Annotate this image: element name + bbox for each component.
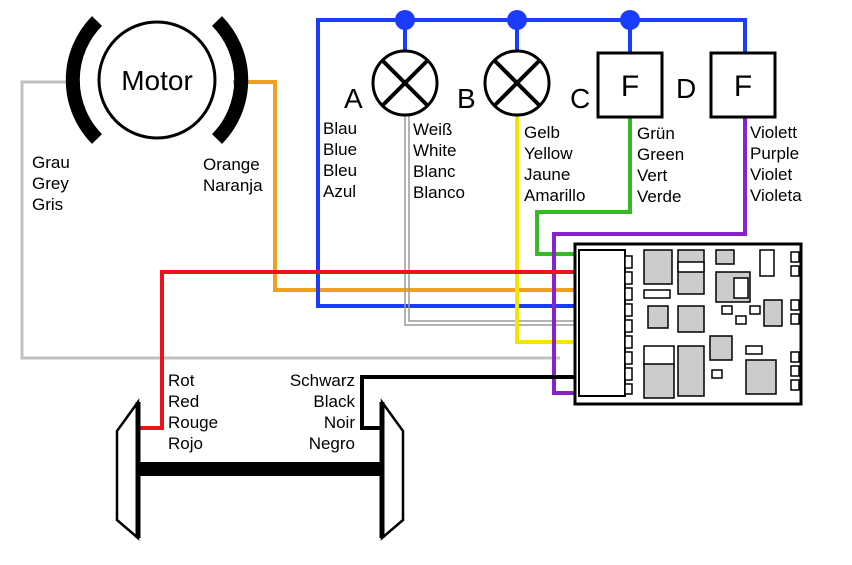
wire-label: Black: [313, 392, 355, 411]
wire-label: Schwarz: [290, 371, 355, 390]
wire-label: Vert: [637, 166, 668, 185]
wire-label: Rojo: [168, 434, 203, 453]
wire-label: Amarillo: [524, 186, 585, 205]
lamp-a: [371, 49, 439, 117]
connector-pins: [624, 255, 633, 395]
wire-label: Noir: [324, 413, 356, 432]
left-wheel: [115, 398, 140, 541]
wire-label: Rouge: [168, 413, 218, 432]
wire-label: Verde: [637, 187, 681, 206]
purple-wire-labels: Violett Purple Violet Violeta: [750, 123, 802, 205]
junction-dot: [507, 10, 527, 30]
blue-wire: [316, 18, 747, 308]
wire-label: Orange: [203, 155, 260, 174]
motor: Motor: [65, 16, 249, 144]
wire-label: Naranja: [203, 176, 263, 195]
function-box-c: F: [596, 51, 664, 119]
lamp-b: [483, 49, 551, 117]
junction-dot: [620, 10, 640, 30]
wheelset: [115, 398, 405, 541]
axle: [138, 462, 382, 476]
wire-label: Green: [637, 145, 684, 164]
purple-wire: [552, 118, 747, 395]
wire-label: Violeta: [750, 186, 802, 205]
output-letter-b: B: [457, 83, 476, 114]
right-wheel: [380, 398, 405, 541]
lamp-a-cross: [380, 58, 430, 108]
black-wire: [360, 375, 575, 430]
wire-label: Azul: [323, 182, 356, 201]
output-letter-d: D: [676, 73, 696, 104]
red-wire: [140, 270, 575, 430]
wire-label: Weiß: [413, 120, 452, 139]
motor-brush-left: [65, 16, 103, 144]
function-box-c-rect: [596, 51, 664, 119]
wire-label: Grau: [32, 153, 70, 172]
white-wire-inner: [408, 115, 575, 322]
orange-wire-labels: Orange Naranja: [203, 155, 263, 195]
decoder-components: [643, 249, 783, 399]
wire-label: Red: [168, 392, 199, 411]
decoder-board: [573, 242, 803, 406]
orange-wire: [233, 80, 575, 292]
green-wire-labels: Grün Green Vert Verde: [637, 124, 684, 206]
grey-wire-labels: Grau Grey Gris: [32, 153, 70, 214]
function-box-d-symbol: F: [734, 70, 752, 103]
wire-label: Rot: [168, 371, 195, 390]
green-wire: [535, 118, 632, 256]
black-wire-labels: Schwarz Black Noir Negro: [290, 371, 356, 453]
wire-label: White: [413, 141, 456, 160]
motor-label: Motor: [121, 65, 193, 96]
wire-label: Yellow: [524, 144, 573, 163]
white-wire-labels: Weiß White Blanc Blanco: [413, 120, 465, 202]
wire-label: Bleu: [323, 161, 357, 180]
wire-label: Blau: [323, 119, 357, 138]
wire-label: Violett: [750, 123, 797, 142]
wire-label: Blue: [323, 140, 357, 159]
blue-wire-labels: Blau Blue Bleu Azul: [323, 119, 357, 201]
junction-dot: [395, 10, 415, 30]
function-box-c-symbol: F: [621, 70, 639, 103]
decoder-connector: [578, 249, 626, 397]
red-wire-labels: Rot Red Rouge Rojo: [168, 371, 218, 453]
grey-wire: [20, 80, 560, 360]
output-letter-a: A: [344, 83, 363, 114]
motor-body: [97, 20, 217, 140]
wire-label: Blanco: [413, 183, 465, 202]
wire-label: Purple: [750, 144, 799, 163]
yellow-wire-labels: Gelb Yellow Jaune Amarillo: [524, 123, 585, 205]
wire-label: Gris: [32, 195, 63, 214]
wire-label: Gelb: [524, 123, 560, 142]
function-box-d: F: [709, 51, 777, 119]
wire-label: Grey: [32, 174, 69, 193]
output-letter-c: C: [570, 83, 590, 114]
wire-label: Grün: [637, 124, 675, 143]
lamp-b-cross: [492, 58, 542, 108]
wire-label: Jaune: [524, 165, 570, 184]
decoder-edge-pads: [790, 251, 800, 391]
wire-label: Violet: [750, 165, 792, 184]
wire-label: Negro: [309, 434, 355, 453]
wire-label: Blanc: [413, 162, 456, 181]
function-box-d-rect: [709, 51, 777, 119]
motor-brush-right: [211, 16, 249, 144]
